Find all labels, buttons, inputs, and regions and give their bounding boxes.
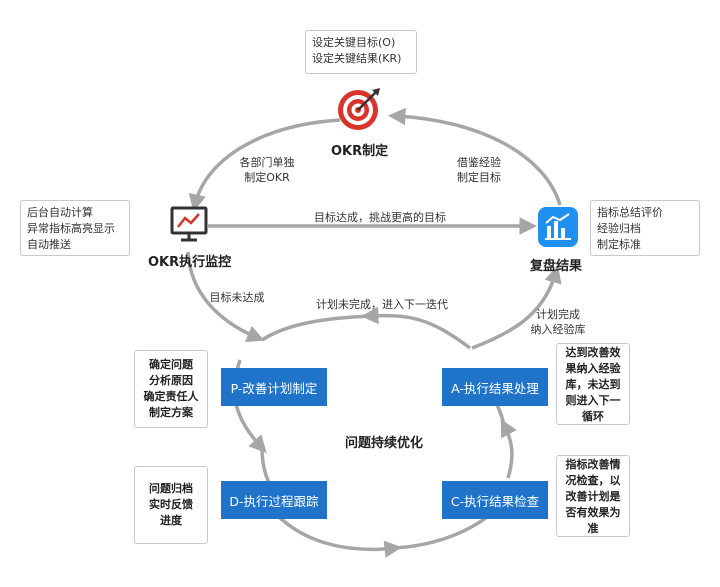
cycle-bottom-right (394, 513, 492, 550)
upper-loop-right (388, 107, 562, 206)
cycle-plan-box: P-改善计划制定 (221, 368, 327, 406)
note-check: 指标改善情 况检查，以 改善计划是 否有效果为 准 (556, 455, 630, 537)
note-line: 经验归档 (597, 222, 641, 235)
note-line: 确定责任人 (143, 390, 199, 403)
cycle-top-arc-left (261, 314, 373, 342)
note-line: 否有效果为 (565, 506, 621, 519)
label-borrow: 借鉴经验 制定目标 (450, 155, 508, 185)
upper-loop-left (188, 118, 341, 212)
cycle-top-arc (361, 306, 472, 350)
note-line: 自动推送 (27, 238, 71, 251)
review-label: 复盘结果 (530, 259, 583, 274)
note-do: 问题归档 实时反馈 进度 (134, 466, 208, 544)
review-chart-icon (538, 207, 578, 247)
note-line: 进度 (160, 514, 182, 527)
note-line: 分析原因 (149, 374, 193, 387)
note-line: 设定关键结果(KR) (312, 52, 402, 65)
note-line: 况检查，以 (565, 474, 621, 487)
label-line: 纳入经验库 (530, 323, 586, 336)
label-goal-reached: 目标达成，挑战更高的目标 (314, 211, 446, 224)
note-monitor: 后台自动计算 异常指标高亮显示 自动推送 (20, 200, 130, 256)
note-line: 指标改善情 (565, 458, 621, 471)
note-line: 达到改善效 (565, 346, 621, 359)
note-line: 制定标准 (597, 238, 641, 251)
cycle-to-review (471, 265, 562, 350)
note-line: 制定方案 (149, 406, 193, 419)
note-line: 循环 (582, 410, 604, 423)
target-icon (338, 88, 380, 130)
label-line: 计划完成 (536, 308, 580, 321)
label-plan-done: 计划完成 纳入经验库 (528, 307, 588, 337)
note-plan: 确定问题 分析原因 确定责任人 制定方案 (134, 350, 208, 428)
cycle-check-box: C-执行结果检查 (442, 481, 548, 519)
monitor-icon (170, 206, 208, 242)
cycle-right-arc (500, 418, 517, 479)
label-dept-define: 各部门单独 制定OKR (235, 155, 299, 185)
label-line: 制定目标 (457, 171, 501, 184)
note-line: 则进入下一 (565, 394, 621, 407)
label-line: 各部门单独 (239, 156, 295, 169)
note-line: 库，未达到 (565, 378, 621, 391)
monitor-to-cycle (186, 251, 265, 343)
note-review: 指标总结评价 经验归档 制定标准 (590, 200, 700, 256)
note-line: 后台自动计算 (27, 206, 93, 219)
note-line: 实时反馈 (149, 498, 193, 511)
center-title: 问题持续优化 (345, 436, 424, 451)
note-line: 异常指标高亮显示 (27, 222, 115, 235)
note-act: 达到改善效 果纳入经验 库，未达到 则进入下一 循环 (556, 343, 630, 425)
cycle-do-box: D-执行过程跟踪 (221, 481, 327, 519)
label-line: 制定OKR (244, 171, 290, 184)
note-line: 确定问题 (149, 358, 193, 371)
note-line: 问题归档 (149, 482, 193, 495)
okr-define-label: OKR制定 (331, 144, 389, 159)
note-line: 设定关键目标(O) (312, 36, 396, 49)
note-line: 改善计划是 (565, 490, 621, 503)
note-okr-define: 设定关键目标(O) 设定关键结果(KR) (305, 30, 417, 74)
label-goal-not-reached: 目标未达成 (209, 291, 265, 304)
label-line: 借鉴经验 (457, 156, 501, 169)
cycle-act-box: A-执行结果处理 (442, 368, 548, 406)
note-line: 果纳入经验 (565, 362, 621, 375)
okr-monitor-label: OKR执行监控 (148, 255, 232, 270)
note-line: 指标总结评价 (597, 206, 663, 219)
note-line: 准 (587, 522, 599, 535)
label-plan-unfinished: 计划未完成，进入下一迭代 (316, 298, 448, 311)
